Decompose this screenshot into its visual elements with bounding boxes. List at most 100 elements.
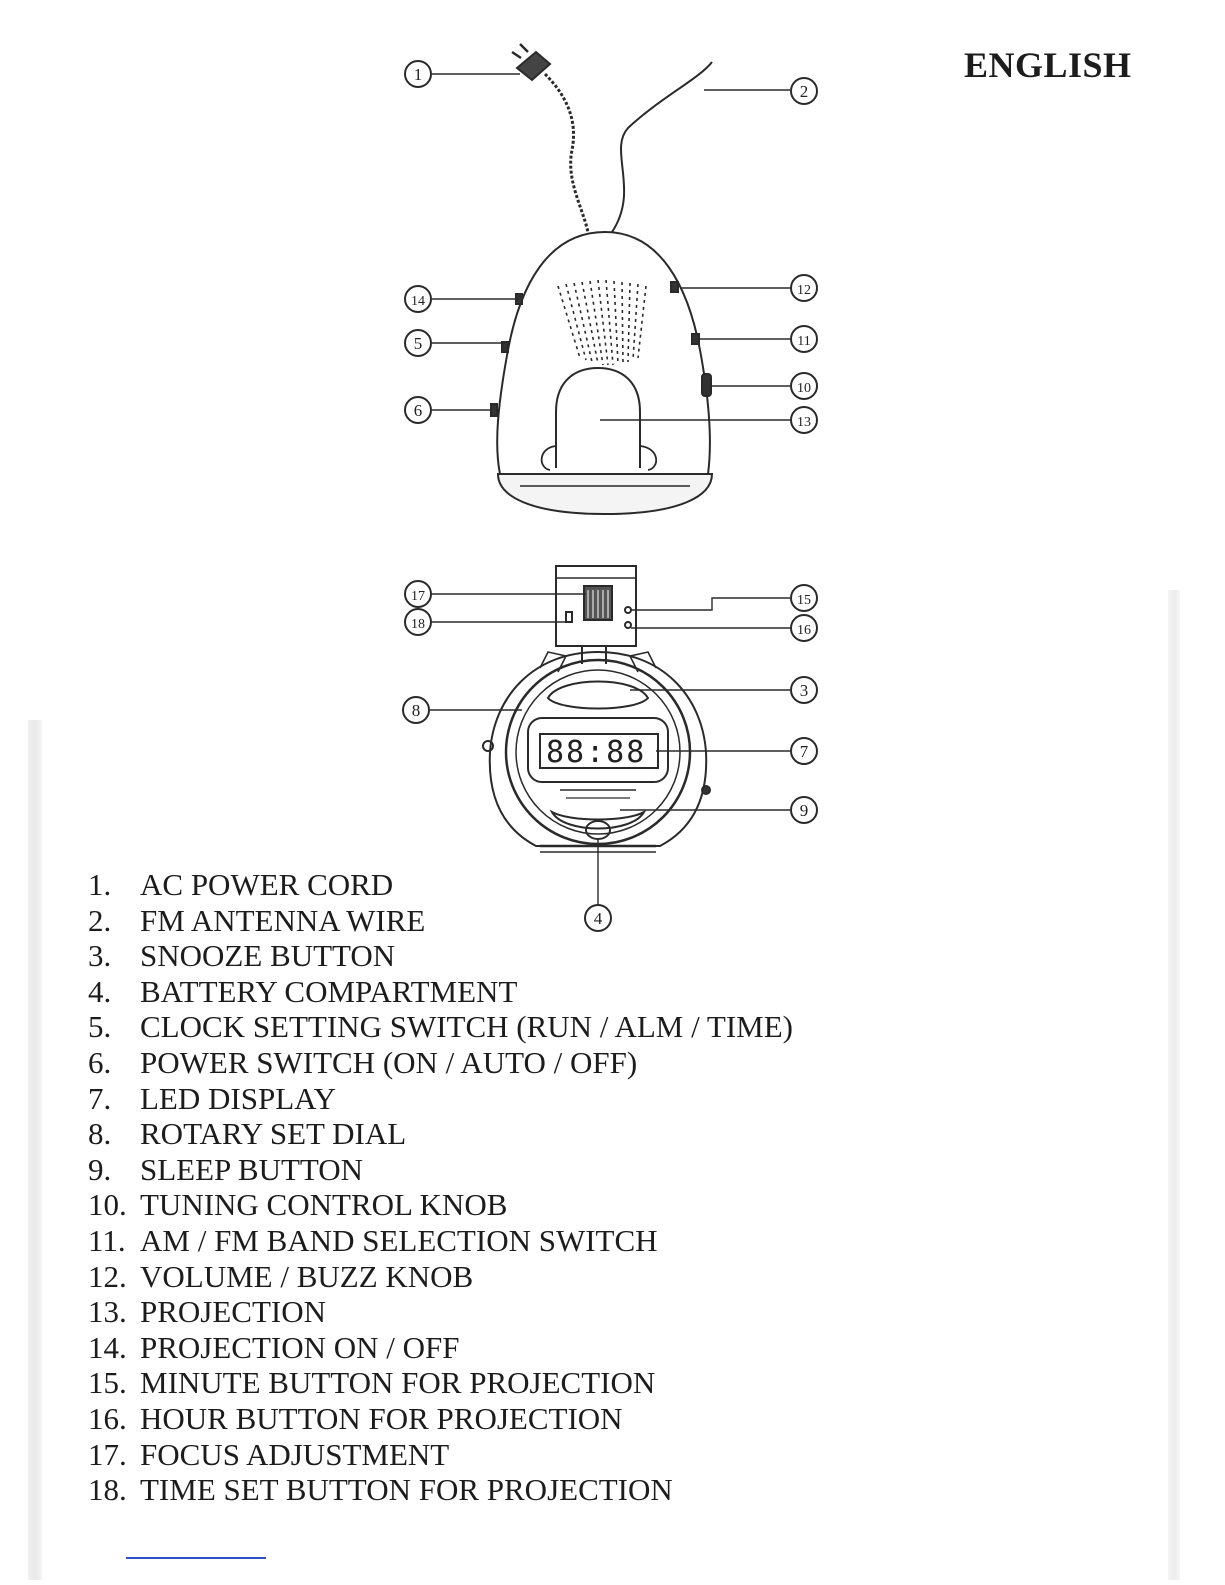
- item-number: 9.: [88, 1151, 112, 1187]
- item-label: PROJECTION ON / OFF: [140, 1329, 460, 1365]
- svg-text:4: 4: [594, 909, 603, 928]
- item-number: 11.: [88, 1222, 126, 1258]
- list-item: 9. SLEEP BUTTON: [88, 1152, 793, 1188]
- item-label: FM ANTENNA WIRE: [140, 902, 426, 938]
- item-number: 7.: [88, 1080, 112, 1116]
- callout-12: 12: [790, 274, 818, 302]
- list-item: 8. ROTARY SET DIAL: [88, 1116, 793, 1152]
- list-item: 16. HOUR BUTTON FOR PROJECTION: [88, 1401, 793, 1437]
- item-number: 2.: [88, 902, 112, 938]
- callout-6: 6: [404, 396, 432, 424]
- item-number: 1.: [88, 867, 112, 902]
- item-label: POWER SWITCH (ON / AUTO / OFF): [140, 1044, 638, 1080]
- ac-power-cord: [543, 72, 590, 233]
- item-label: AM / FM BAND SELECTION SWITCH: [140, 1222, 658, 1258]
- list-item: 12.VOLUME / BUZZ KNOB: [88, 1259, 793, 1295]
- item-label: BATTERY COMPARTMENT: [140, 973, 518, 1009]
- callout-2: 2: [790, 77, 818, 105]
- item-number: 16.: [88, 1400, 127, 1436]
- item-label: ROTARY SET DIAL: [140, 1116, 407, 1152]
- callout-11: 11: [790, 325, 818, 353]
- speaker-grille: [557, 279, 647, 366]
- item-number: 10.: [88, 1187, 127, 1223]
- item-label: MINUTE BUTTON FOR PROJECTION: [140, 1365, 656, 1401]
- scan-margin-right: [1168, 590, 1180, 1580]
- item-number: 5.: [88, 1009, 112, 1045]
- svg-text:13: 13: [797, 415, 811, 430]
- callout-15: 15: [790, 584, 818, 612]
- item-number: 12.: [88, 1258, 127, 1294]
- hour-button-icon: [624, 621, 632, 629]
- list-item: 10. TUNING CONTROL KNOB: [88, 1187, 793, 1223]
- display-window: [527, 717, 669, 783]
- list-item: 11. AM / FM BAND SELECTION SWITCH: [88, 1223, 793, 1259]
- minute-button-icon: [624, 606, 632, 614]
- language-heading: ENGLISH: [964, 45, 1132, 85]
- item-number: 3.: [88, 938, 112, 974]
- callout-14: 14: [404, 285, 432, 313]
- rear-view: [490, 43, 714, 516]
- item-label: HOUR BUTTON FOR PROJECTION: [140, 1400, 623, 1436]
- svg-text:9: 9: [800, 801, 809, 820]
- item-label: SNOOZE BUTTON: [140, 938, 396, 974]
- item-label: SLEEP BUTTON: [140, 1151, 364, 1187]
- list-item: 1. AC POWER CORD: [88, 867, 793, 903]
- side-knob-left: [482, 740, 494, 752]
- callout-8: 8: [402, 696, 430, 724]
- item-label: CLOCK SETTING SWITCH (RUN / ALM / TIME): [140, 1009, 793, 1045]
- callout-10: 10: [790, 372, 818, 400]
- band-switch-knob: [691, 333, 700, 345]
- list-item: 4. BATTERY COMPARTMENT: [88, 974, 793, 1010]
- item-number: 8.: [88, 1116, 112, 1152]
- svg-text:6: 6: [414, 401, 423, 420]
- svg-text:14: 14: [411, 294, 425, 309]
- svg-text:12: 12: [797, 283, 811, 298]
- svg-text:15: 15: [797, 593, 811, 608]
- item-label: LED DISPLAY: [140, 1080, 337, 1116]
- callout-9: 9: [790, 796, 818, 824]
- front-view: 88:88: [482, 565, 711, 853]
- item-number: 14.: [88, 1329, 127, 1365]
- item-number: 6.: [88, 1044, 112, 1080]
- callout-markers: 1 2 3 4 5 6 7 8 9 10 11 12 13 14 15 16 1…: [402, 60, 818, 932]
- rear-housing: [496, 230, 711, 475]
- led-digits: 88:88: [546, 735, 646, 770]
- volume-knob: [670, 281, 679, 293]
- svg-text:1: 1: [414, 65, 423, 84]
- svg-text:7: 7: [800, 742, 809, 761]
- svg-text:18: 18: [411, 617, 425, 632]
- callout-5: 5: [404, 329, 432, 357]
- projector-head: [555, 565, 637, 647]
- scan-margin-left: [28, 720, 42, 1580]
- projection-arch: [555, 366, 641, 468]
- list-item: 18.TIME SET BUTTON FOR PROJECTION: [88, 1472, 793, 1508]
- list-item: 7. LED DISPLAY: [88, 1081, 793, 1117]
- list-item: 14. PROJECTION ON / OFF: [88, 1330, 793, 1366]
- rear-base: [496, 473, 714, 516]
- snooze-button: [546, 680, 650, 710]
- footer-rule: [126, 1557, 266, 1559]
- svg-text:3: 3: [800, 681, 809, 700]
- item-label: AC POWER CORD: [140, 867, 394, 902]
- item-number: 4.: [88, 973, 112, 1009]
- list-item: 15. MINUTE BUTTON FOR PROJECTION: [88, 1365, 793, 1401]
- svg-text:5: 5: [414, 334, 423, 353]
- clock-setting-switch-knob: [501, 341, 509, 353]
- item-label: TUNING CONTROL KNOB: [140, 1187, 508, 1223]
- list-item: 6. POWER SWITCH (ON / AUTO / OFF): [88, 1045, 793, 1081]
- callout-13: 13: [790, 406, 818, 434]
- item-label: PROJECTION: [140, 1294, 327, 1330]
- callout-4: 4: [584, 904, 612, 932]
- svg-text:11: 11: [797, 334, 810, 349]
- svg-text:17: 17: [411, 589, 425, 604]
- item-number: 15.: [88, 1365, 127, 1401]
- item-number: 18.: [88, 1472, 127, 1508]
- callout-7: 7: [790, 737, 818, 765]
- list-item: 13. PROJECTION: [88, 1294, 793, 1330]
- list-item: 17.FOCUS ADJUSTMENT: [88, 1437, 793, 1473]
- item-number: 13.: [88, 1294, 127, 1330]
- fm-antenna-wire: [611, 61, 713, 233]
- time-set-button-icon: [565, 611, 573, 623]
- tuning-knob: [701, 373, 712, 397]
